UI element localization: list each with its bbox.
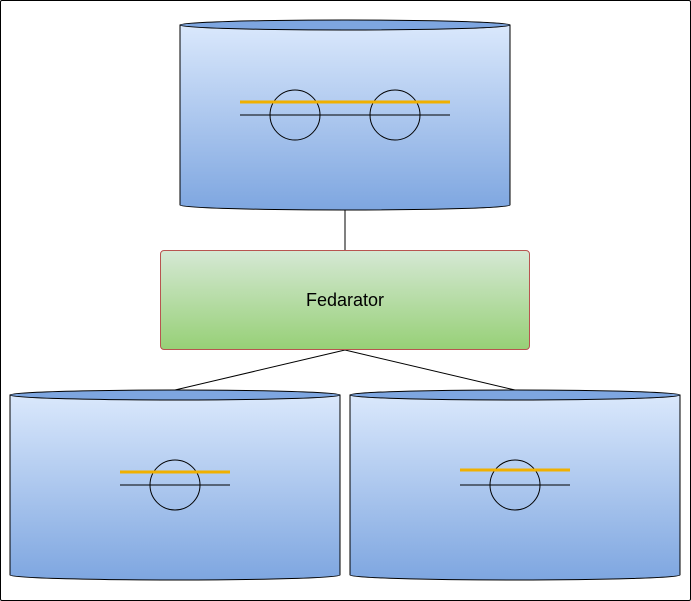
bottom-right-circle: [489, 459, 541, 511]
bottom-left-database-cylinder: [9, 389, 341, 581]
connector-right: [344, 349, 516, 391]
top-database-cylinder: [179, 19, 511, 211]
federator-label: Fedarator: [305, 289, 385, 310]
federator-box: Fedarator: [160, 250, 530, 350]
bottom-left-circle: [149, 459, 201, 511]
bottom-right-database-cylinder: [349, 389, 681, 581]
connector-left: [174, 349, 346, 391]
top-cylinder-left-circle: [269, 89, 321, 141]
top-cylinder-right-circle: [369, 89, 421, 141]
